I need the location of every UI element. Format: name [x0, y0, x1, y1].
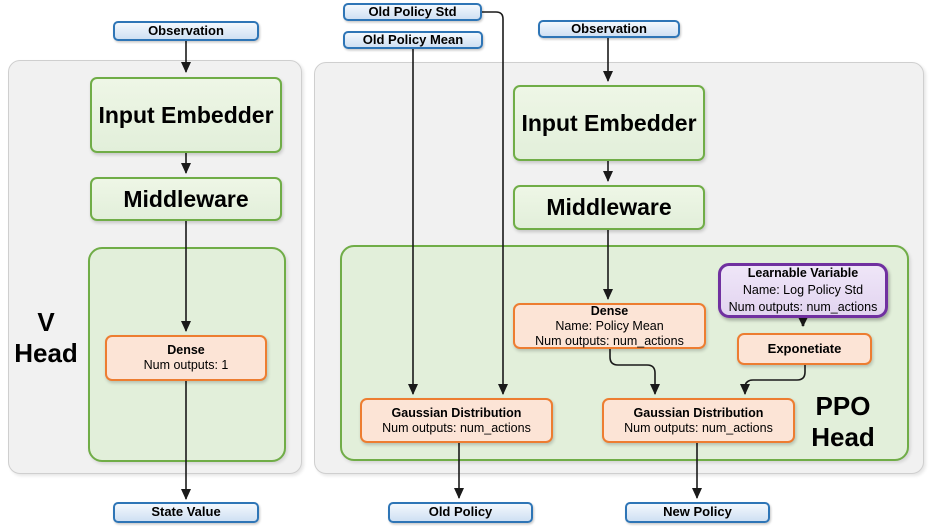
observation-label-right: Observation	[571, 20, 647, 36]
gaussian-new-outputs: Num outputs: num_actions	[624, 420, 773, 435]
middleware-label-right: Middleware	[546, 194, 672, 221]
new-policy-label: New Policy	[663, 504, 732, 520]
input-embedder-node-left: Input Embedder	[90, 77, 282, 153]
dense-title-v-head: Dense	[167, 343, 205, 357]
v-head-title: V Head	[4, 307, 88, 369]
old-policy-node: Old Policy	[388, 502, 533, 523]
learnable-variable-title: Learnable Variable	[747, 266, 859, 280]
exponetiate-label: Exponetiate	[767, 340, 842, 356]
input-embedder-label-right: Input Embedder	[521, 109, 697, 136]
ppo-head-title-line1: PPO	[815, 391, 871, 421]
observation-node-right: Observation	[538, 20, 680, 38]
observation-label-left: Observation	[148, 22, 224, 38]
old-policy-mean-node: Old Policy Mean	[343, 31, 483, 49]
old-policy-std-node: Old Policy Std	[343, 3, 482, 21]
middleware-label-left: Middleware	[123, 185, 249, 212]
v-head-title-line2: Head	[14, 338, 78, 368]
middleware-node-left: Middleware	[90, 177, 282, 221]
learnable-variable-node: Learnable Variable Name: Log Policy Std …	[718, 263, 888, 318]
learnable-variable-outputs: Num outputs: num_actions	[728, 300, 878, 314]
exponetiate-node: Exponetiate	[737, 333, 872, 365]
v-head-title-line1: V	[37, 307, 55, 337]
middleware-node-right: Middleware	[513, 185, 705, 230]
dense-outputs-policy-mean: Num outputs: num_actions	[535, 333, 684, 348]
ppo-head-title-line2: Head	[811, 422, 875, 452]
gaussian-old-title: Gaussian Distribution	[391, 405, 522, 420]
dense-title-policy-mean: Dense	[590, 303, 629, 318]
new-policy-node: New Policy	[625, 502, 770, 523]
ppo-head-title: PPO Head	[783, 391, 903, 453]
gaussian-new-title: Gaussian Distribution	[633, 405, 764, 420]
old-policy-std-label: Old Policy Std	[368, 3, 457, 19]
dense-outputs-v-head: Num outputs: 1	[143, 358, 229, 372]
input-embedder-node-right: Input Embedder	[513, 85, 705, 161]
dense-node-v-head: Dense Num outputs: 1	[105, 335, 267, 381]
state-value-label: State Value	[151, 504, 221, 520]
old-policy-label: Old Policy	[428, 504, 493, 520]
gaussian-old-outputs: Num outputs: num_actions	[382, 420, 531, 435]
dense-node-policy-mean: Dense Name: Policy Mean Num outputs: num…	[513, 303, 706, 349]
gaussian-distribution-new-node: Gaussian Distribution Num outputs: num_a…	[602, 398, 795, 443]
input-embedder-label-left: Input Embedder	[98, 101, 274, 128]
observation-node-left: Observation	[113, 21, 259, 41]
dense-name-policy-mean: Name: Policy Mean	[555, 318, 664, 333]
state-value-node: State Value	[113, 502, 259, 523]
old-policy-mean-label: Old Policy Mean	[362, 31, 464, 47]
learnable-variable-name: Name: Log Policy Std	[742, 283, 864, 297]
gaussian-distribution-old-node: Gaussian Distribution Num outputs: num_a…	[360, 398, 553, 443]
